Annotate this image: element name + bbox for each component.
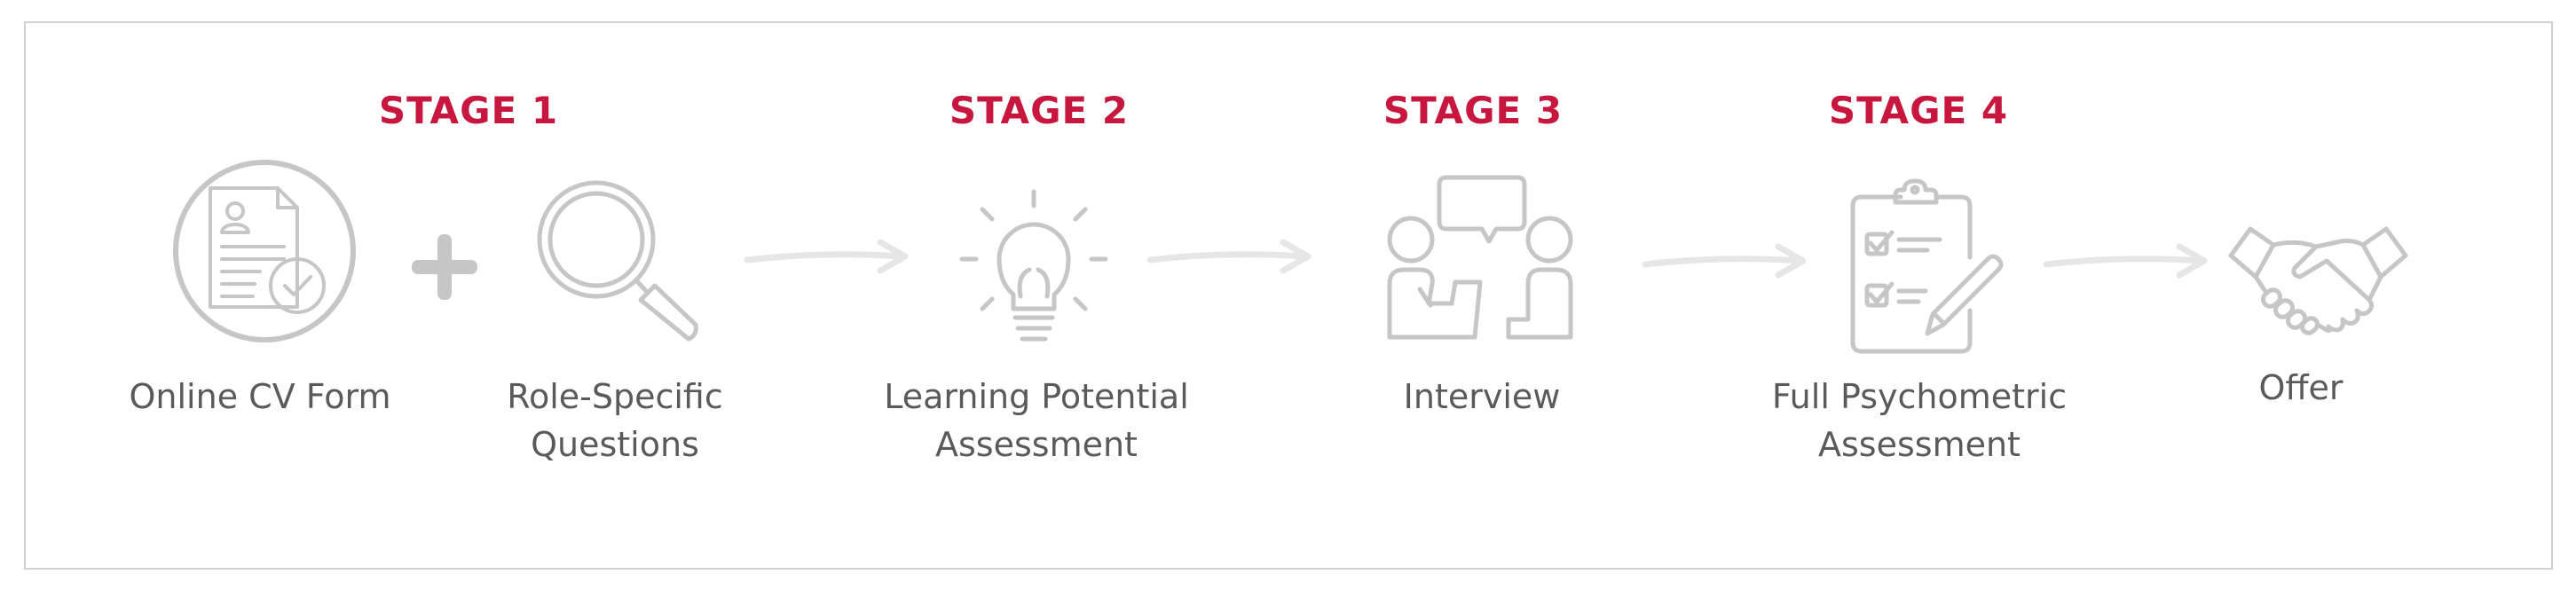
clipboard-icon bbox=[1846, 177, 2005, 355]
step-label-online-cv-form: Online CV Form bbox=[129, 377, 391, 416]
lightbulb-icon bbox=[958, 188, 1109, 348]
arrow-1 bbox=[744, 235, 912, 279]
step-label-full-psychometric-assessment: Full Psychometric Assessment bbox=[1771, 377, 2068, 464]
diagram-frame bbox=[24, 21, 2553, 570]
stage-3-heading: STAGE 3 bbox=[1383, 89, 1564, 132]
step-label-role-specific-questions: Role-Specific Questions bbox=[507, 377, 723, 464]
stage-4-heading: STAGE 4 bbox=[1828, 89, 2009, 132]
handshake-icon bbox=[2227, 222, 2409, 337]
step-label-interview: Interview bbox=[1403, 377, 1561, 416]
arrow-2 bbox=[1146, 235, 1315, 279]
stage-2-heading: STAGE 2 bbox=[949, 89, 1130, 132]
step-label-offer: Offer bbox=[2258, 368, 2344, 407]
magnifier-icon bbox=[532, 177, 701, 342]
step-label-learning-potential-assessment: Learning Potential Assessment bbox=[884, 377, 1189, 464]
arrow-4 bbox=[2043, 240, 2211, 284]
plus-icon bbox=[412, 234, 477, 300]
stage-1-heading: STAGE 1 bbox=[378, 89, 559, 132]
cv-form-icon bbox=[173, 160, 356, 342]
interview-icon bbox=[1384, 174, 1575, 347]
arrow-3 bbox=[1642, 240, 1810, 284]
